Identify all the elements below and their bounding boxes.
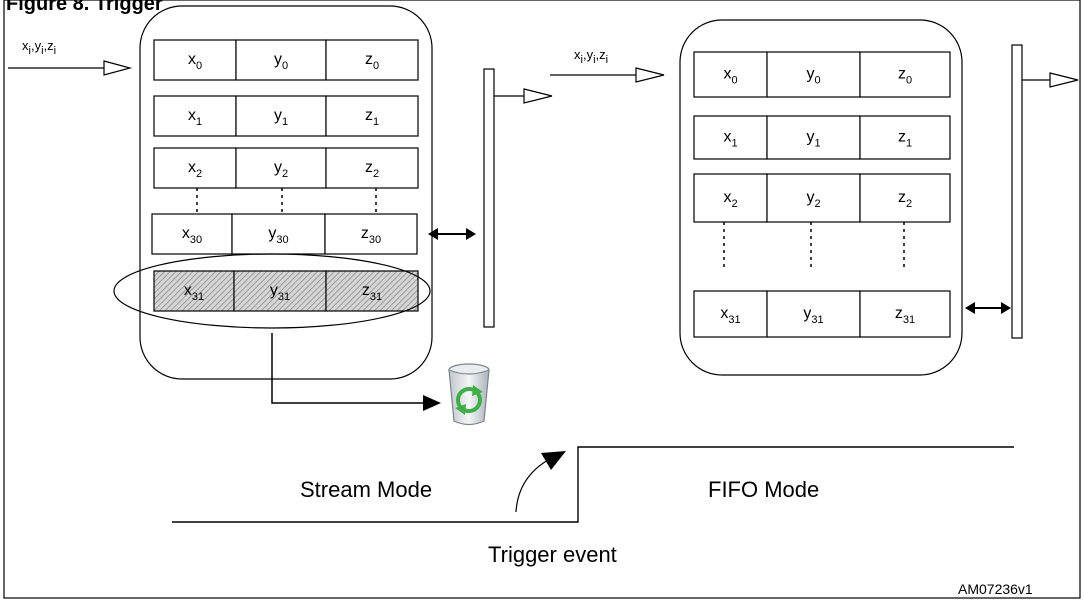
stream-buffer-cell bbox=[325, 95, 419, 137]
fifo-buffer-cell-label: z0 bbox=[898, 66, 912, 87]
stream-buffer-row: x0 y0 z0 bbox=[153, 39, 419, 81]
fifo-buffer-cell bbox=[766, 51, 861, 98]
fifo-buffer-cell bbox=[859, 290, 951, 338]
fifo-buffer-cell bbox=[693, 173, 768, 223]
stream-buffer bbox=[139, 5, 433, 380]
fifo-buffer bbox=[679, 19, 963, 376]
fifo-buffer-cell-label: y2 bbox=[806, 189, 820, 210]
fifo-bus-bidirectional-arrow bbox=[965, 302, 1011, 314]
stream-buffer-cell-label: z1 bbox=[365, 107, 379, 128]
input-vector-label: xi,yi,zi bbox=[22, 38, 56, 57]
stream-buffer-cell bbox=[324, 213, 418, 255]
figure-border bbox=[3, 0, 1081, 599]
stream-buffer-cell-label: z30 bbox=[361, 225, 381, 246]
stream-input-arrow bbox=[8, 60, 133, 76]
fifo-buffer-cell-label: y0 bbox=[806, 66, 820, 87]
fifo-buffer-cell-label: z31 bbox=[895, 305, 915, 326]
stream-buffer-rows: x0 y0 z0 x1 y1 z1 x2 y2 z2 x30 y30 z30 x31 y31 z31 bbox=[151, 39, 419, 312]
fifo-buffer-cell-label: z1 bbox=[898, 129, 912, 150]
stream-buffer-row: x31 y31 z31 bbox=[153, 270, 419, 312]
stream-buffer-cell-label: z0 bbox=[365, 51, 379, 72]
stream-buffer-cell bbox=[153, 270, 235, 312]
figure-title: Figure 8. Trigger bbox=[6, 0, 163, 15]
stream-buffer-cell-label: x1 bbox=[188, 107, 202, 128]
discard-arrow bbox=[271, 333, 441, 411]
fifo-buffer-row: x0 y0 z0 bbox=[693, 51, 951, 98]
fifo-buffer-cell-label: x0 bbox=[723, 66, 737, 87]
stream-buffer-cell-label: z2 bbox=[365, 159, 379, 180]
stream-buffer-row: x2 y2 z2 bbox=[153, 147, 419, 189]
stream-buffer-cell-label: y30 bbox=[268, 225, 288, 246]
stream-buffer-cell-label: x30 bbox=[182, 225, 202, 246]
stream-continuation-dots bbox=[196, 188, 377, 214]
stream-buffer-cell bbox=[151, 213, 233, 255]
stream-output-arrow bbox=[494, 88, 553, 104]
fifo-buffer-row: x31 y31 z31 bbox=[693, 290, 951, 338]
trigger-curve-arrow bbox=[515, 451, 566, 513]
fifo-buffer-cell bbox=[766, 290, 861, 338]
fifo-buffer-cell-label: x1 bbox=[723, 129, 737, 150]
stream-bus-bidirectional-arrow bbox=[428, 228, 476, 240]
stream-buffer-cell bbox=[235, 39, 327, 81]
mode-timeline bbox=[172, 446, 1014, 523]
fifo-buffer-cell-label: z2 bbox=[898, 189, 912, 210]
stream-buffer-row: x30 y30 z30 bbox=[151, 213, 418, 255]
fifo-buffer-cell-label: x31 bbox=[720, 305, 740, 326]
stream-buffer-cell-label: y0 bbox=[274, 51, 288, 72]
recycle-bin-icon bbox=[448, 363, 490, 426]
stream-buffer-cell bbox=[325, 147, 419, 189]
fifo-output-bus bbox=[1011, 44, 1023, 339]
trigger-event-label: Trigger event bbox=[488, 542, 617, 567]
stream-buffer-cell bbox=[233, 270, 327, 312]
fifo-buffer-cell bbox=[766, 115, 861, 160]
stream-buffer-cell-label: y31 bbox=[270, 282, 290, 303]
fifo-buffer-rows: x0 y0 z0 x1 y1 z1 x2 y2 z2 x31 y31 z31 bbox=[693, 51, 951, 338]
stream-input-label: xi,yi,zi bbox=[22, 38, 56, 57]
stream-buffer-cell bbox=[153, 39, 237, 81]
fifo-buffer-cell bbox=[859, 51, 951, 98]
fifo-buffer-row: x1 y1 z1 bbox=[693, 115, 951, 160]
stream-buffer-cell-label: x31 bbox=[184, 282, 204, 303]
stream-buffer-cell-label: z31 bbox=[362, 282, 382, 303]
fifo-continuation-dots bbox=[723, 222, 905, 270]
stream-buffer-cell-label: x2 bbox=[188, 159, 202, 180]
stream-mode-label: Stream Mode bbox=[300, 477, 432, 502]
discard-ellipse bbox=[113, 253, 431, 329]
fifo-buffer-cell-label: y31 bbox=[803, 305, 823, 326]
fifo-input-arrow bbox=[550, 67, 665, 83]
stream-buffer-cell bbox=[235, 95, 327, 137]
stream-buffer-cell bbox=[235, 147, 327, 189]
fifo-buffer-row: x2 y2 z2 bbox=[693, 173, 951, 223]
figure-id: AM07236v1 bbox=[958, 581, 1033, 597]
input-vector-label: xi,yi,zi bbox=[574, 47, 608, 66]
stream-buffer-cell-label: y1 bbox=[274, 107, 288, 128]
stream-buffer-cell-label: x0 bbox=[188, 51, 202, 72]
fifo-buffer-cell bbox=[859, 173, 951, 223]
fifo-buffer-cell bbox=[693, 115, 768, 160]
fifo-buffer-cell-label: y1 bbox=[806, 129, 820, 150]
fifo-buffer-cell-label: x2 bbox=[723, 189, 737, 210]
fifo-output-arrow bbox=[1022, 72, 1079, 88]
stream-buffer-row: x1 y1 z1 bbox=[153, 95, 419, 137]
stream-buffer-cell-label: y2 bbox=[274, 159, 288, 180]
stream-buffer-cell bbox=[325, 39, 419, 81]
fifo-input-label: xi,yi,zi bbox=[574, 47, 608, 66]
fifo-buffer-cell bbox=[859, 115, 951, 160]
stream-buffer-cell bbox=[325, 270, 419, 312]
fifo-mode-label: FIFO Mode bbox=[708, 477, 819, 502]
stream-buffer-cell bbox=[153, 147, 237, 189]
stream-output-bus bbox=[483, 68, 495, 328]
